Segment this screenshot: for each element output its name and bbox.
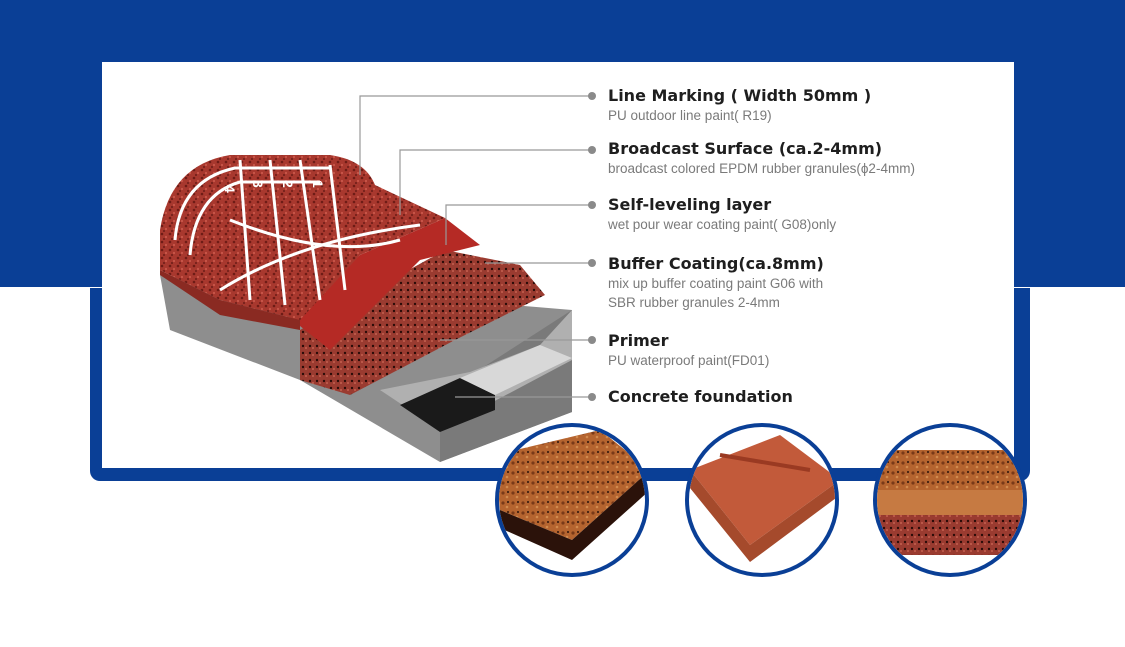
leader-broadcast <box>399 149 590 215</box>
sample-circle-1 <box>495 423 649 577</box>
layer-label-broadcast-surface: Broadcast Surface (ca.2-4mm) broadcast c… <box>608 139 915 178</box>
buffer-coating-layer <box>300 250 545 395</box>
layer-title: Primer <box>608 331 669 350</box>
track-number-3: 3 <box>250 180 266 188</box>
track-number-2: 2 <box>280 180 296 188</box>
leader-lines <box>359 95 590 398</box>
layer-title: Line Marking ( Width 50mm ) <box>608 86 872 105</box>
layer-label-line-marking: Line Marking ( Width 50mm ) PU outdoor l… <box>608 86 871 125</box>
line-marking-layer <box>173 159 421 306</box>
leader-self-leveling <box>445 204 590 245</box>
self-leveling-layer <box>290 218 480 350</box>
track-number-4: 4 <box>222 185 238 193</box>
layer-title: Buffer Coating(ca.8mm) <box>608 254 824 273</box>
leader-line-marking <box>359 95 590 175</box>
layer-title: Concrete foundation <box>608 387 793 406</box>
layer-desc: wet pour wear coating paint( G08)only <box>608 217 837 232</box>
layer-desc: PU outdoor line paint( R19) <box>608 108 772 123</box>
layer-desc: mix up buffer coating paint G06 with <box>608 276 824 291</box>
leader-dots <box>588 92 596 401</box>
layer-title: Broadcast Surface (ca.2-4mm) <box>608 139 883 158</box>
layer-label-self-leveling: Self-leveling layer wet pour wear coatin… <box>608 195 836 234</box>
layer-desc: PU waterproof paint(FD01) <box>608 353 770 368</box>
primer-layer <box>380 310 572 432</box>
layer-label-buffer-coating: Buffer Coating(ca.8mm) mix up buffer coa… <box>608 254 824 312</box>
broadcast-surface-layer <box>160 155 445 330</box>
layer-desc: broadcast colored EPDM rubber granules(ϕ… <box>608 161 915 176</box>
track-number-1: 1 <box>310 180 326 188</box>
sample-circle-2 <box>685 423 839 577</box>
layer-label-concrete: Concrete foundation <box>608 387 793 407</box>
sample-circle-3 <box>873 423 1027 577</box>
layer-title: Self-leveling layer <box>608 195 772 214</box>
layer-desc: SBR rubber granules 2-4mm <box>608 295 780 310</box>
layer-label-primer: Primer PU waterproof paint(FD01) <box>608 331 769 370</box>
track-numbers: 4 3 2 1 <box>222 180 326 193</box>
